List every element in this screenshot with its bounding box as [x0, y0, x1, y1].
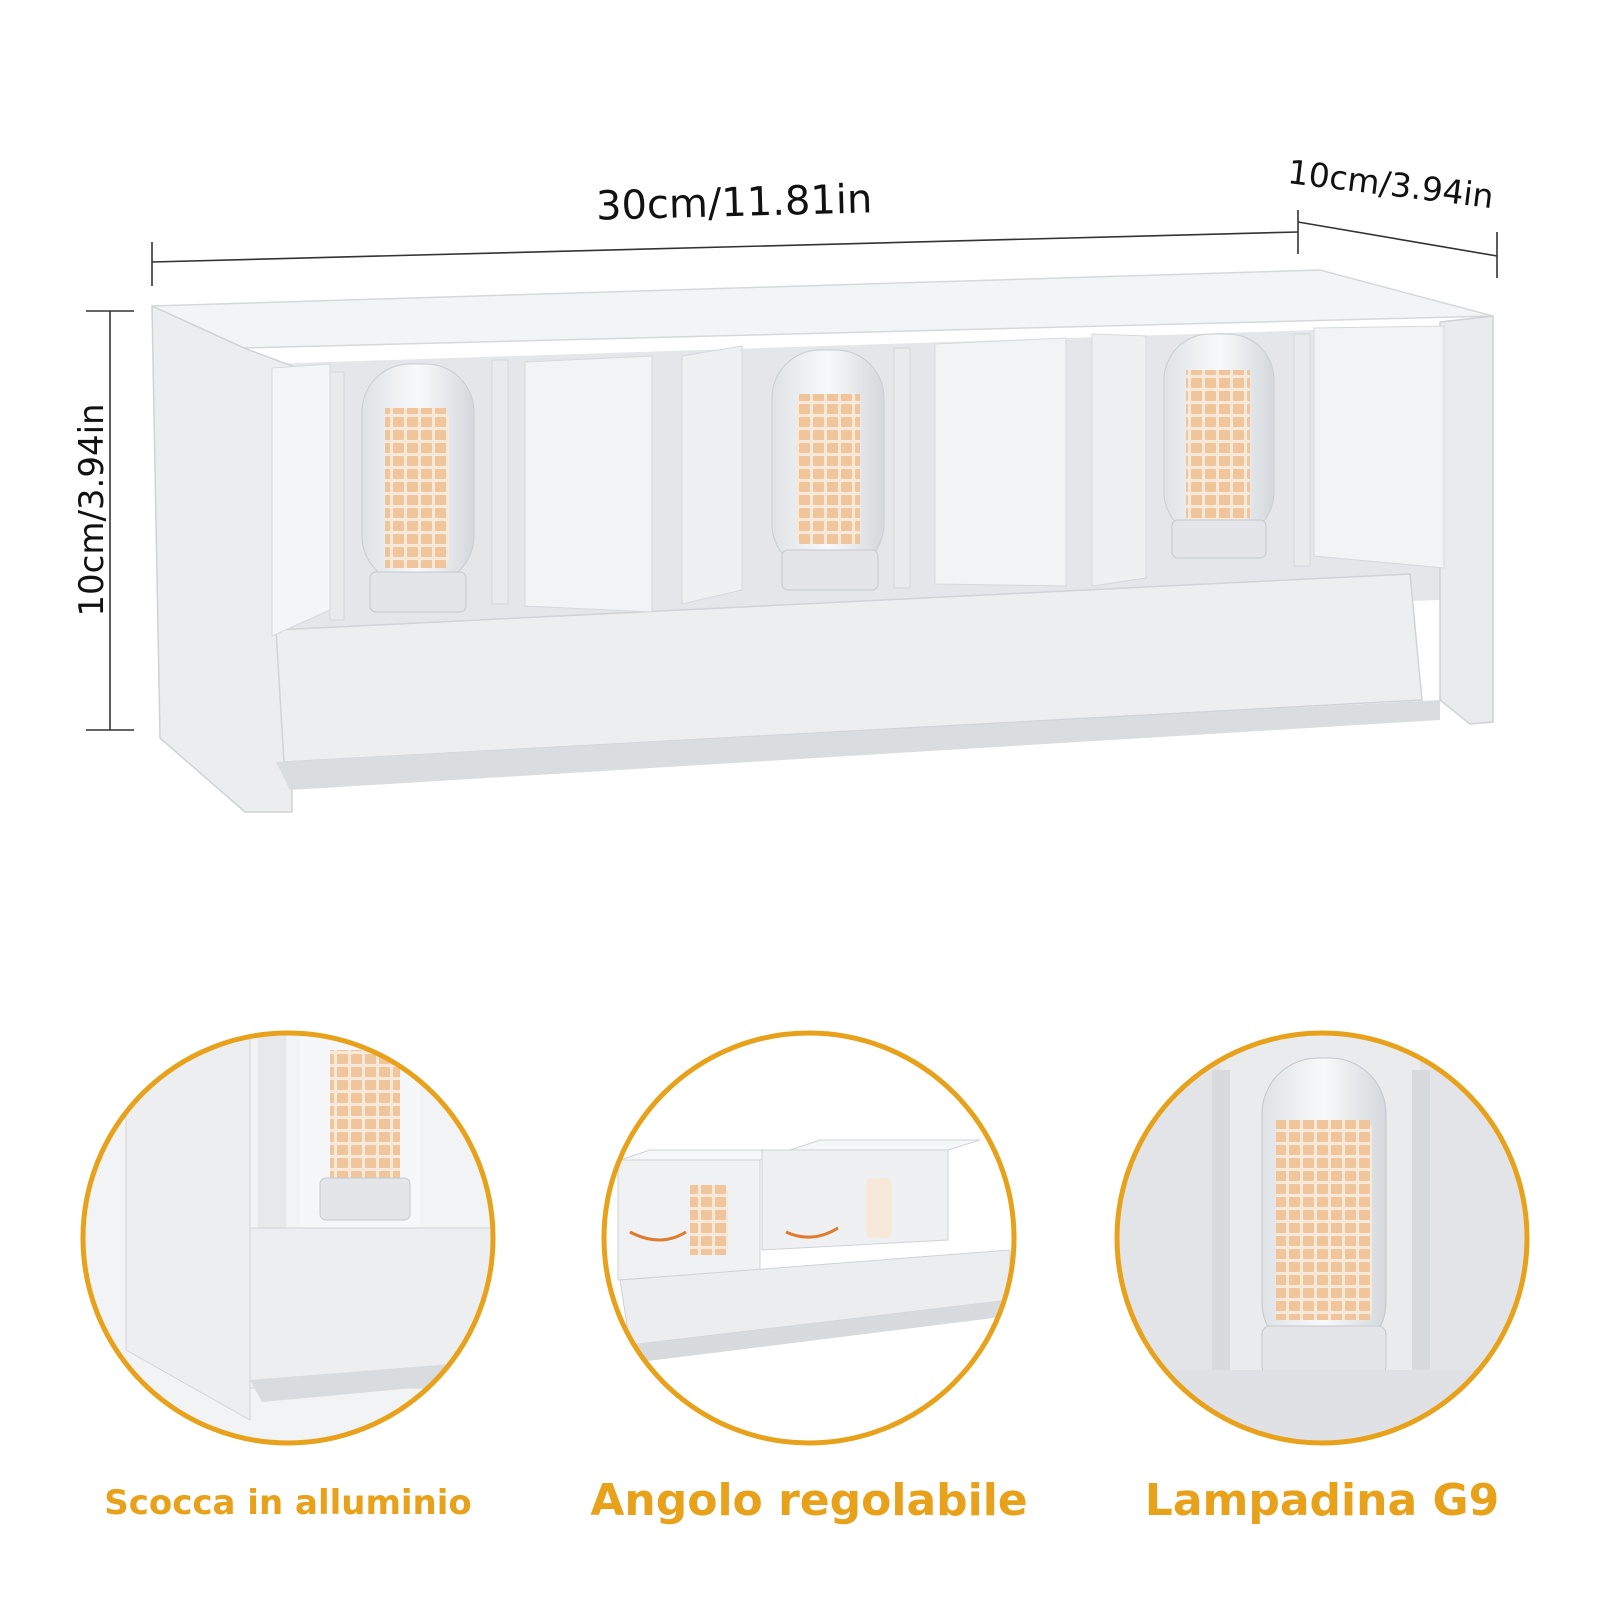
depth-dimension-line [1297, 221, 1498, 278]
feature-label-bulb: Lampadina G9 [1144, 1475, 1500, 1526]
feature-circle-angle [601, 1030, 1017, 1446]
feature-label-housing: Scocca in alluminio [104, 1483, 472, 1523]
feature-circle-bulb [1114, 1030, 1530, 1446]
height-label: 10cm/3.94in [72, 403, 112, 617]
height-dimension-line [86, 310, 134, 731]
feature-circle-housing [80, 1030, 496, 1446]
width-dimension-line [151, 210, 1299, 286]
feature-label-angle: Angolo regolabile [590, 1475, 1028, 1526]
lamp-housing [151, 269, 1494, 813]
bulb-left [361, 363, 475, 613]
bulb-right [1163, 333, 1275, 559]
width-label: 30cm/11.81in [595, 176, 873, 230]
bulb-center [771, 349, 885, 591]
